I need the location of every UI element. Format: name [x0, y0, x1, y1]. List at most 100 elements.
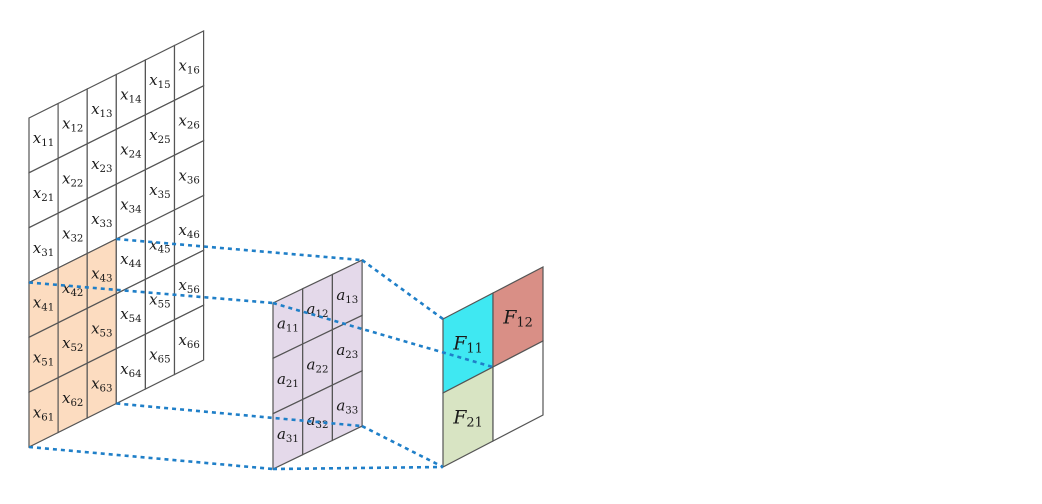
input-label-16: x16 — [178, 57, 199, 77]
projection-line-2 — [116, 237, 363, 262]
kernel-subscript: 33 — [345, 406, 358, 417]
kernel-symbol: a — [336, 286, 345, 304]
projection-line-5 — [361, 259, 444, 321]
input-symbol: x — [33, 184, 42, 202]
output-label-12: F12 — [502, 306, 533, 330]
output-subscript: 11 — [466, 341, 482, 356]
input-cell-66 — [173, 304, 205, 376]
input-symbol: x — [120, 140, 129, 158]
input-label-45: x45 — [149, 236, 170, 256]
input-subscript: 32 — [70, 233, 83, 244]
input-subscript: 52 — [70, 343, 83, 354]
kernel-label-23: a23 — [336, 341, 358, 361]
input-subscript: 46 — [187, 230, 200, 241]
input-label-42: x42 — [62, 279, 83, 299]
output-subscript: 21 — [466, 415, 482, 430]
input-label-43: x43 — [91, 265, 112, 285]
input-subscript: 36 — [187, 175, 200, 186]
kernel-symbol: a — [336, 341, 345, 359]
projection-line-6 — [272, 301, 494, 369]
input-label-46: x46 — [178, 221, 199, 241]
input-label-65: x65 — [149, 345, 170, 365]
input-symbol: x — [62, 224, 71, 242]
input-subscript: 15 — [158, 80, 171, 91]
input-label-24: x24 — [120, 140, 141, 160]
input-symbol: x — [149, 71, 158, 89]
input-label-21: x21 — [33, 184, 54, 204]
input-symbol: x — [62, 389, 71, 407]
input-label-61: x61 — [33, 403, 54, 423]
input-symbol: x — [91, 319, 100, 337]
input-label-15: x15 — [149, 71, 170, 91]
output-symbol: F — [452, 406, 467, 428]
input-symbol: x — [120, 360, 129, 378]
projection-line-7 — [361, 424, 444, 469]
input-label-12: x12 — [62, 115, 83, 135]
kernel-label-33: a33 — [336, 397, 358, 417]
input-subscript: 24 — [129, 149, 142, 160]
kernel-symbol: a — [277, 315, 286, 333]
input-subscript: 42 — [70, 288, 83, 299]
projection-lines — [28, 237, 494, 471]
input-symbol: x — [149, 126, 158, 144]
input-label-25: x25 — [149, 126, 170, 146]
kernel-label-21: a21 — [277, 370, 299, 390]
input-symbol: x — [62, 169, 71, 187]
input-symbol: x — [178, 111, 187, 129]
input-symbol: x — [120, 195, 129, 213]
input-subscript: 51 — [41, 357, 54, 368]
input-subscript: 22 — [70, 178, 83, 189]
input-subscript: 13 — [100, 109, 113, 120]
input-subscript: 62 — [70, 398, 83, 409]
input-subscript: 14 — [129, 95, 142, 106]
kernel-subscript: 31 — [286, 434, 299, 445]
input-subscript: 41 — [41, 303, 54, 314]
input-subscript: 55 — [158, 299, 171, 310]
input-label-41: x41 — [33, 294, 54, 314]
input-symbol: x — [178, 221, 187, 239]
kernel-symbol: a — [277, 425, 286, 443]
input-subscript: 12 — [70, 124, 83, 135]
projection-line-4 — [116, 402, 363, 428]
input-matrix: x11x12x13x14x15x16x21x22x23x24x25x26x31x… — [28, 30, 205, 448]
input-symbol: x — [62, 334, 71, 352]
input-symbol: x — [178, 276, 187, 294]
input-label-62: x62 — [62, 389, 83, 409]
input-subscript: 23 — [100, 164, 113, 175]
kernel-label-32: a32 — [307, 411, 329, 431]
input-subscript: 16 — [187, 66, 200, 77]
kernel-symbol: a — [307, 300, 316, 318]
kernel-symbol: a — [307, 411, 316, 429]
kernel-subscript: 11 — [286, 324, 299, 335]
input-label-34: x34 — [120, 195, 141, 215]
input-symbol: x — [149, 345, 158, 363]
output-symbol: F — [452, 332, 467, 354]
input-subscript: 53 — [100, 328, 113, 339]
kernel-subscript: 22 — [315, 365, 328, 376]
input-symbol: x — [178, 166, 187, 184]
output-label-21: F21 — [452, 406, 483, 430]
input-label-64: x64 — [120, 360, 141, 380]
input-symbol: x — [33, 294, 42, 312]
input-symbol: x — [33, 348, 42, 366]
kernel-label-11: a11 — [277, 315, 299, 335]
projection-line-1 — [28, 281, 274, 305]
input-subscript: 43 — [100, 274, 113, 285]
input-label-53: x53 — [91, 319, 112, 339]
input-subscript: 65 — [158, 354, 171, 365]
kernel-label-13: a13 — [336, 286, 358, 306]
output-label-11: F11 — [452, 332, 483, 356]
input-label-54: x54 — [120, 305, 141, 325]
input-label-13: x13 — [91, 100, 112, 120]
input-symbol: x — [62, 279, 71, 297]
input-symbol: x — [33, 403, 42, 421]
input-label-36: x36 — [178, 166, 199, 186]
input-label-66: x66 — [178, 331, 199, 351]
input-subscript: 34 — [129, 204, 142, 215]
input-subscript: 61 — [41, 412, 54, 423]
input-symbol: x — [91, 210, 100, 228]
input-symbol: x — [62, 115, 71, 133]
input-symbol: x — [91, 265, 100, 283]
input-symbol: x — [178, 331, 187, 349]
